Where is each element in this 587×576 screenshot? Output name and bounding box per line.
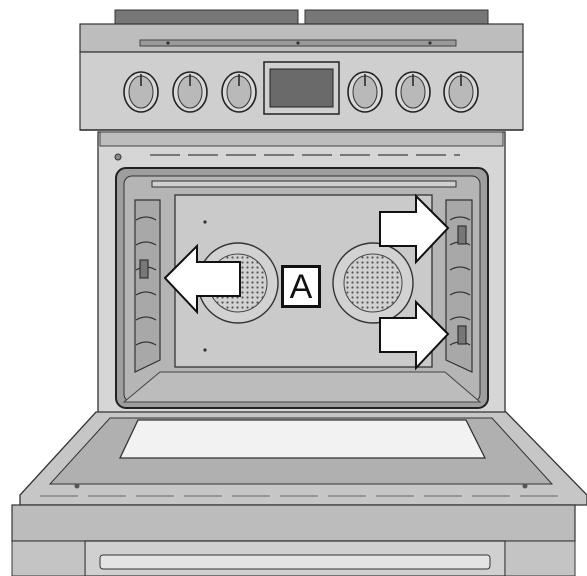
knob-right-1: [348, 72, 382, 112]
right-rack-supports: [446, 200, 472, 372]
callout-label-a: A: [281, 265, 321, 308]
left-rack-supports: [135, 200, 160, 372]
lower-drawer: [12, 505, 575, 576]
oven-door-open: [20, 412, 587, 505]
control-display: [264, 62, 339, 114]
convection-fan-right: [333, 243, 413, 323]
cooktop-top: [115, 10, 488, 24]
knob-left-2: [173, 72, 207, 112]
knob-right-3: [444, 72, 478, 112]
knob-left-3: [222, 72, 256, 112]
knob-right-2: [396, 72, 430, 112]
knob-left-1: [124, 72, 158, 112]
